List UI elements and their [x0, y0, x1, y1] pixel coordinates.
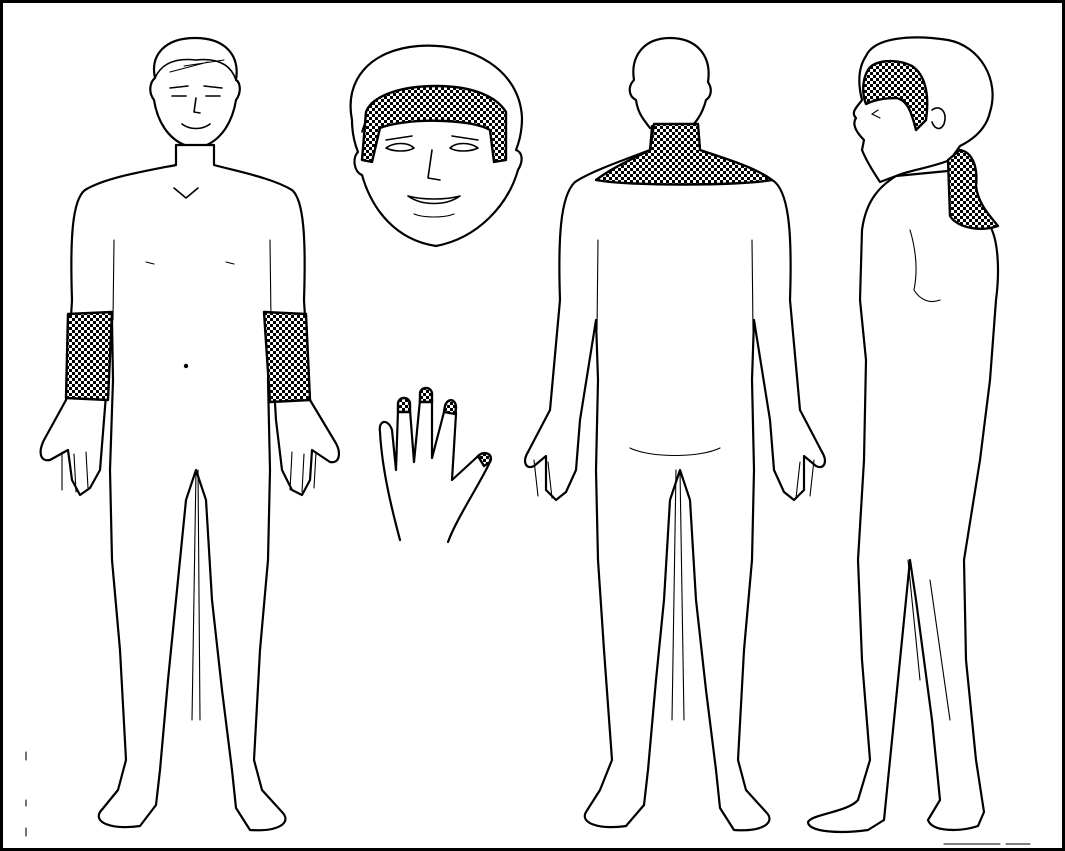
back-neck-shaded [596, 124, 772, 185]
front-view-figure [41, 38, 339, 830]
hand-view-figure [380, 388, 491, 542]
side-view-figure [808, 37, 998, 832]
front-left-wrist-shaded [66, 312, 112, 400]
front-right-wrist-shaded [264, 312, 310, 402]
side-neck-shaded [948, 150, 998, 229]
back-view-figure [525, 38, 825, 830]
side-body [808, 170, 998, 832]
face-view-figure [351, 46, 522, 246]
back-torso [525, 126, 825, 830]
front-torso [41, 145, 339, 830]
front-head [150, 38, 239, 148]
back-head [630, 38, 711, 128]
hand-outline [380, 391, 490, 542]
